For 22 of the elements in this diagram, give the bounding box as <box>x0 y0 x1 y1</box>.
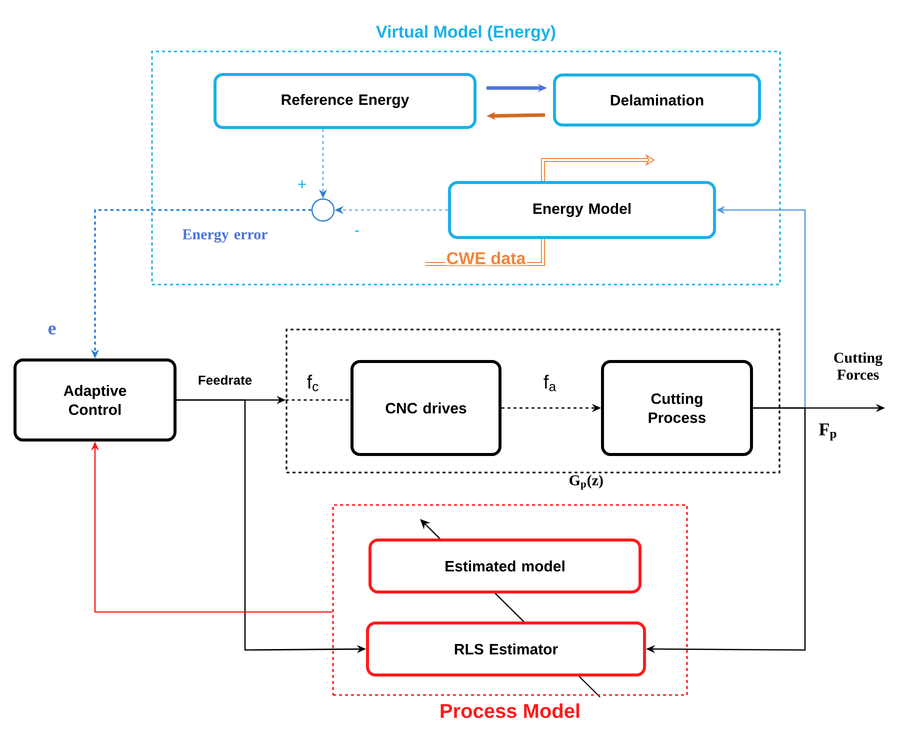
minus-sign: - <box>355 230 359 232</box>
edge-label: Feedrate <box>198 375 252 385</box>
summing-junction <box>311 198 335 222</box>
process-box: RLS Estimator <box>366 622 646 676</box>
signal-label: e <box>48 325 56 335</box>
process-box: Reference Energy <box>214 73 476 129</box>
plus-sign: + <box>298 180 306 188</box>
node-label: Process Model <box>440 703 580 718</box>
process-box: Energy Model <box>448 181 716 239</box>
edge-label: f$_{a}$ <box>544 374 556 392</box>
data-label: CWE data <box>445 250 527 266</box>
signal-label: F$_{p}$ <box>819 423 836 441</box>
process-box: Cutting Process <box>601 360 753 456</box>
process-box: Adaptive Control <box>14 358 176 442</box>
process-box: Estimated model <box>368 538 642 594</box>
node-label: G$_{p}$(z) <box>570 474 603 490</box>
process-box: Delamination <box>553 74 761 126</box>
process-box: CNC drives <box>350 360 502 456</box>
edge-label: Energy error <box>182 229 268 243</box>
edge-label: f$_{c}$ <box>307 374 318 392</box>
node-label: Virtual Model (Energy) <box>376 25 556 42</box>
edge-label: Cutting Forces <box>834 352 882 380</box>
